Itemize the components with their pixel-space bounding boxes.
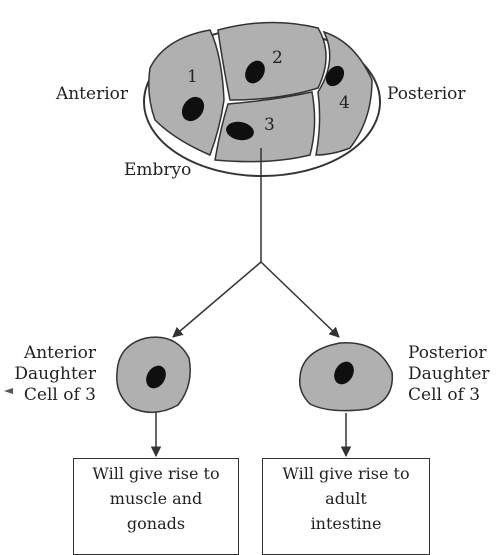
- embryo-label: Embryo: [124, 160, 191, 181]
- arrow-to-posterior-daughter: [261, 262, 339, 337]
- arrow-to-anterior-daughter: [173, 262, 261, 337]
- posterior-daughter-label-line-2: Daughter: [408, 364, 490, 385]
- posterior-fate-line-3: intestine: [263, 511, 429, 536]
- anterior-fate-line-2: muscle and: [74, 486, 238, 511]
- left-edge-arrow-mark: [4, 388, 13, 394]
- cell-number-4: 4: [339, 93, 350, 113]
- posterior-fate-box: Will give rise to adult intestine: [262, 458, 430, 555]
- posterior-daughter-label: Posterior Daughter Cell of 3: [408, 343, 490, 406]
- cell-number-3: 3: [264, 115, 275, 135]
- anterior-fate-line-1: Will give rise to: [74, 461, 238, 486]
- cell-number-2: 2: [272, 48, 283, 68]
- posterior-fate-line-2: adult: [263, 486, 429, 511]
- anterior-label: Anterior: [56, 84, 128, 105]
- posterior-label: Posterior: [387, 84, 466, 105]
- posterior-fate-line-1: Will give rise to: [263, 461, 429, 486]
- posterior-daughter-label-line-1: Posterior: [408, 343, 490, 364]
- anterior-daughter-label-line-2: Daughter: [14, 364, 96, 385]
- posterior-daughter-label-line-3: Cell of 3: [408, 385, 490, 406]
- anterior-daughter-label-line-3: Cell of 3: [14, 385, 96, 406]
- cell-number-1: 1: [187, 67, 198, 87]
- anterior-fate-line-3: gonads: [74, 511, 238, 536]
- anterior-daughter-label: Anterior Daughter Cell of 3: [14, 343, 96, 406]
- anterior-daughter-label-line-1: Anterior: [14, 343, 96, 364]
- anterior-fate-box: Will give rise to muscle and gonads: [73, 458, 239, 555]
